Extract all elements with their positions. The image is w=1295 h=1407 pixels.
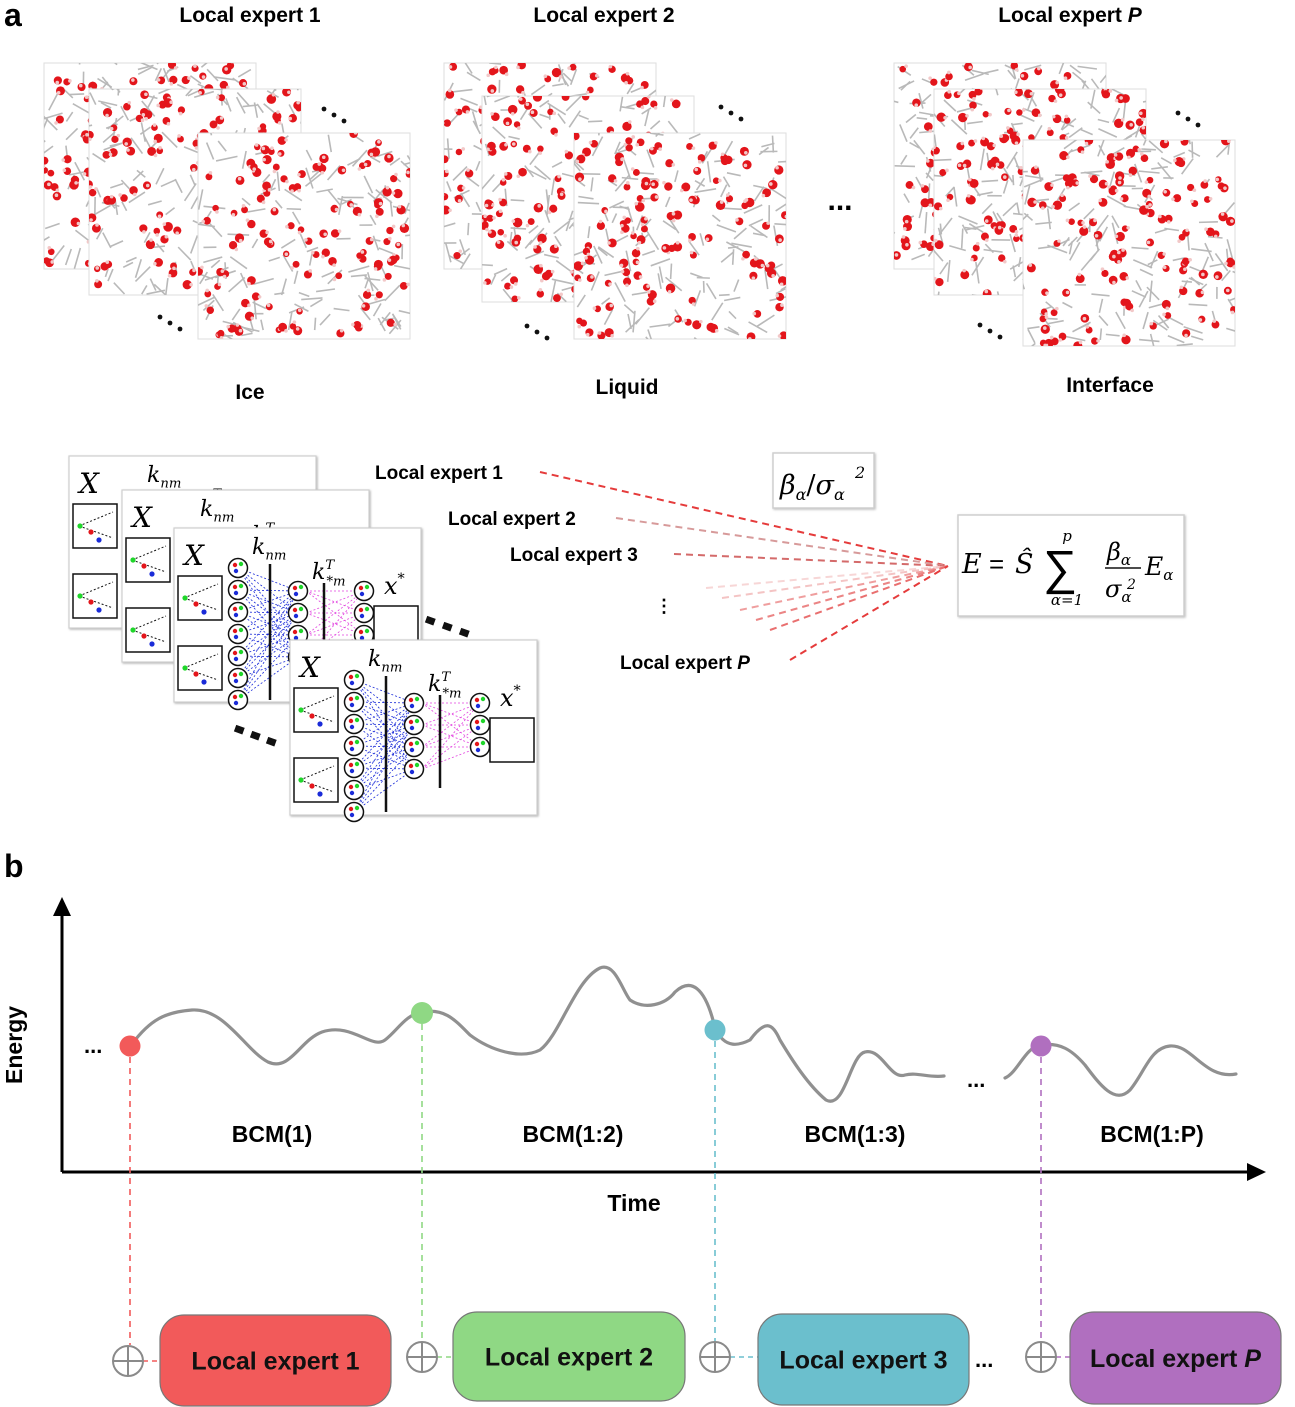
svg-text:kT*m: kT*m <box>428 670 462 702</box>
svg-text:knm: knm <box>200 497 234 526</box>
panel-a-header-p: Local expert P <box>998 4 1143 27</box>
svg-text:knm: knm <box>368 647 402 676</box>
weight-formula-box: βα/σα 2 <box>772 452 875 509</box>
combine-label-vertical-ellipsis: ⋮ <box>655 596 673 616</box>
expert-box-shape <box>1069 1311 1282 1405</box>
svg-text:βα: βα <box>1106 538 1131 569</box>
marker-expert-p <box>1030 1035 1052 1057</box>
panel-b-letter: b <box>4 848 24 884</box>
svg-text:2: 2 <box>854 463 865 482</box>
segment-label-bcm-1-p: BCM(1:P) <box>1100 1121 1204 1147</box>
combine-label-expert-1: Local expert 1 <box>375 463 503 484</box>
svg-text:x*: x* <box>500 683 521 712</box>
svg-text:X: X <box>182 539 205 572</box>
phase-label-interface: Interface <box>1066 374 1154 397</box>
svg-text:Eα: Eα <box>1144 552 1173 584</box>
svg-text:p: p <box>1062 527 1072 545</box>
svg-text:σα: σα <box>1105 575 1132 606</box>
svg-text:E: E <box>961 549 982 580</box>
expert-dashed-verticals <box>129 1013 1042 1345</box>
marker-expert-2 <box>411 1002 433 1024</box>
svg-text:∑: ∑ <box>1043 542 1077 595</box>
svg-text:βα/σα: βα/σα <box>779 470 845 504</box>
svg-text:knm: knm <box>147 463 181 492</box>
expert-box-label: Local expert 3 <box>779 1347 947 1375</box>
molecular-snapshot <box>197 132 411 340</box>
gp-card-ellipsis-dashes <box>233 615 470 747</box>
energy-curve <box>130 965 1238 1103</box>
panel-a-letter: a <box>4 0 22 33</box>
plus-circle-icon <box>112 1345 144 1377</box>
molecular-snapshot-stacks <box>43 62 1236 347</box>
local-expert-boxes: Local expert 1 Local expert 2 Local expert… <box>112 1311 1282 1407</box>
panel-b-axes <box>53 897 1266 1181</box>
plus-circle-icon <box>699 1341 731 1373</box>
curve-left-ellipsis: ... <box>84 1033 102 1058</box>
y-axis-label: Energy <box>1 1006 27 1084</box>
plus-circle-icon <box>1025 1341 1057 1373</box>
stack-between-ellipsis: ... <box>827 184 852 217</box>
segment-label-bcm-1-2: BCM(1:2) <box>523 1121 624 1147</box>
local-expert-box-2: Local expert 2 <box>406 1311 686 1402</box>
svg-text:X: X <box>298 651 321 684</box>
curve-mid-ellipsis: ... <box>967 1067 985 1092</box>
svg-text:X: X <box>77 467 100 500</box>
svg-text:=: = <box>989 549 1004 579</box>
phase-label-liquid: Liquid <box>596 376 659 399</box>
svg-text:x*: x* <box>384 571 405 600</box>
expert-box-shape <box>757 1313 970 1406</box>
svg-text:2: 2 <box>1126 577 1136 593</box>
marker-expert-1 <box>119 1035 141 1057</box>
expert-box-shape <box>452 1311 686 1402</box>
combine-label-expert-p: Local expert P <box>620 653 750 674</box>
combine-label-expert-2: Local expert 2 <box>448 509 576 530</box>
energy-formula-box: E = Ŝ ∑ p α=1 βα σα 2 Eα <box>957 514 1185 617</box>
expert-box-label: Local expert 2 <box>485 1344 653 1372</box>
expert-box-label: Local expert P <box>1090 1345 1261 1373</box>
local-expert-box-4: Local expert P <box>1025 1311 1282 1405</box>
expert-box-label: Local expert 1 <box>191 1348 359 1376</box>
expert-box-shape <box>159 1314 392 1407</box>
molecular-snapshot <box>1022 139 1236 347</box>
x-axis-label: Time <box>607 1190 660 1216</box>
svg-text:α=1: α=1 <box>1051 591 1083 609</box>
box-row-ellipsis: ... <box>975 1347 993 1372</box>
plus-circle-icon <box>406 1341 438 1373</box>
svg-text:X: X <box>130 501 153 534</box>
svg-text:Ŝ: Ŝ <box>1015 546 1034 580</box>
segment-label-bcm-1-3: BCM(1:3) <box>805 1121 906 1147</box>
local-expert-box-3: Local expert 3 <box>699 1313 970 1406</box>
local-expert-box-1: Local expert 1 <box>112 1314 392 1407</box>
panel-a-header-1: Local expert 1 <box>179 4 321 27</box>
svg-text:kT*m: kT*m <box>312 558 346 590</box>
segment-label-bcm-1: BCM(1) <box>232 1121 313 1147</box>
marker-expert-3 <box>704 1019 726 1041</box>
molecular-snapshot <box>573 132 787 340</box>
svg-text:knm: knm <box>252 535 286 564</box>
combine-label-expert-3: Local expert 3 <box>510 545 638 566</box>
stack-ellipsis-dots <box>157 104 1201 341</box>
combine-dashed-lines <box>539 471 949 661</box>
phase-label-ice: Ice <box>235 381 264 404</box>
panel-a-header-2: Local expert 2 <box>533 4 674 27</box>
